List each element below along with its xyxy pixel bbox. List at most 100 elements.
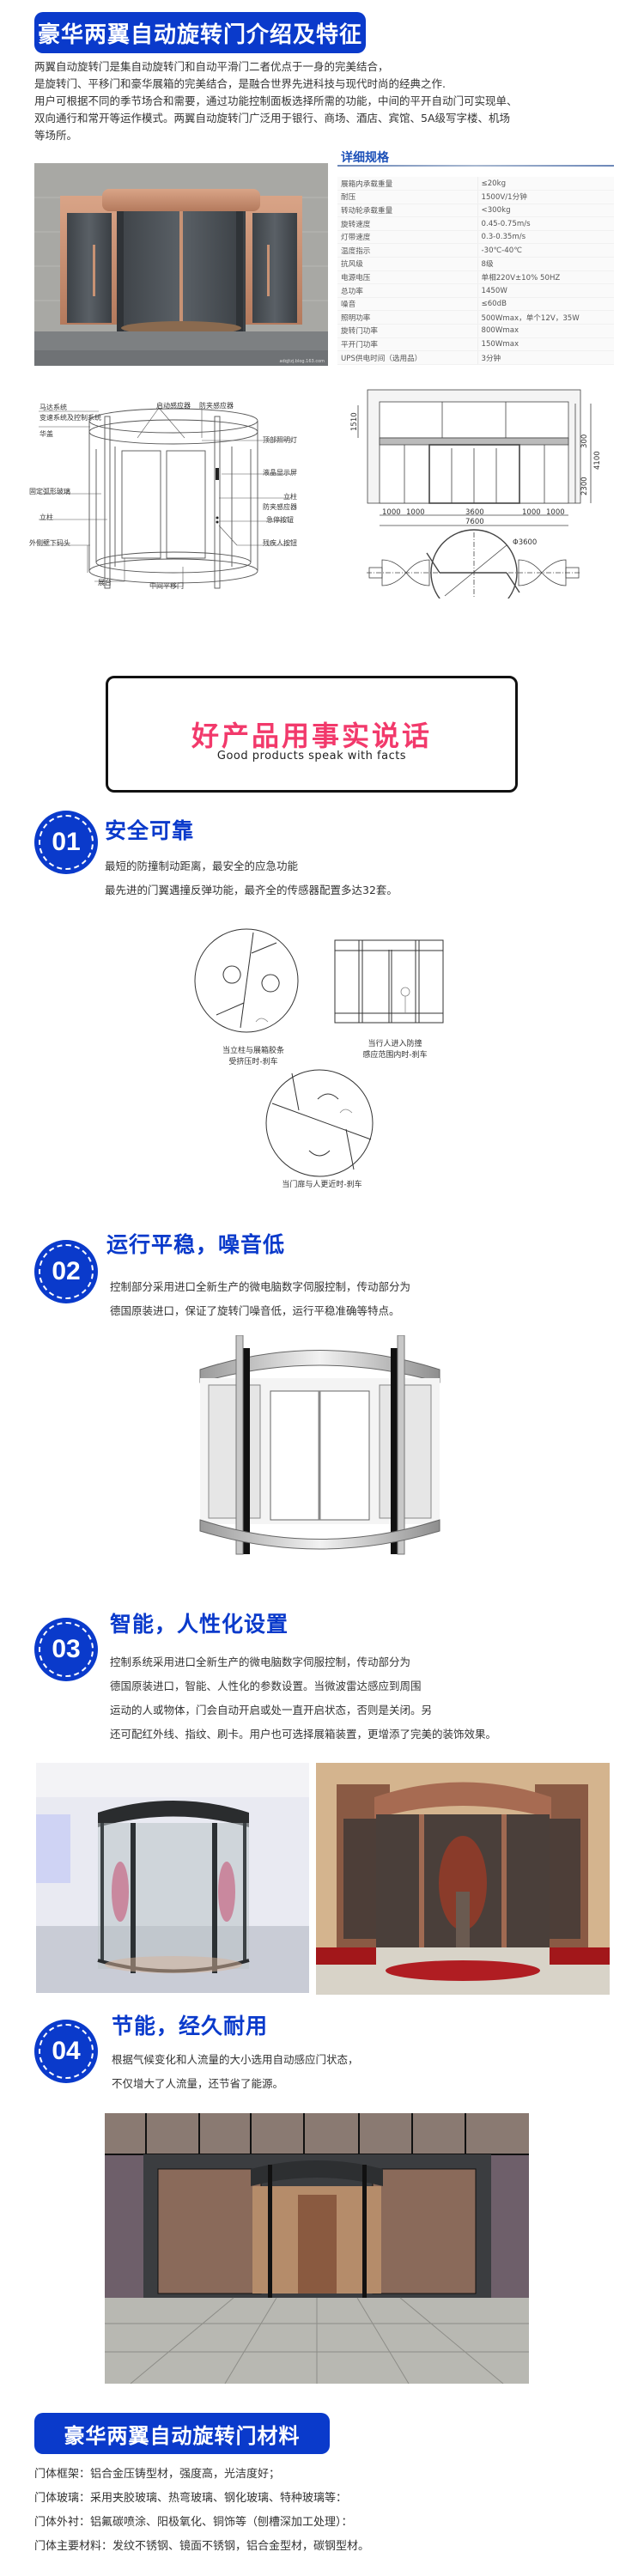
spec-label: 噪音	[337, 297, 478, 312]
feature-number: 04	[52, 2037, 81, 2065]
safety-caption-1: 当立柱与展箱胶条 受挤压时-刹车	[222, 1047, 284, 1066]
material-line: 门体主要材料：发纹不锈钢、镜面不锈钢，铝合金型材，碳钢型材。	[34, 2540, 370, 2553]
dimension-drawing: 1000 1000 3600 1000 1000 7600 Φ3600 1510…	[348, 388, 601, 598]
dim-top-height: 1510	[350, 412, 359, 431]
dim-diameter: Φ3600	[513, 538, 537, 547]
spec-value: 1450W	[477, 283, 614, 298]
intro-line: 等场所。	[34, 129, 78, 142]
label-anti-pinch-top: 防夹感应器	[199, 402, 234, 410]
dim-total-width: 7600	[465, 518, 484, 526]
spec-label: 照明功率	[337, 310, 478, 325]
feature-line: 运动的人或物体，门会自动开启或处一直开启状态，否则是关闭。另	[110, 1704, 433, 1716]
feature-title: 节能，经久耐用	[112, 2014, 269, 2038]
page-title-banner: 豪华两翼自动旋转门介绍及特征	[34, 12, 366, 53]
feature-number: 02	[52, 1257, 81, 1285]
material-line: 门体外衬：铝氟碳喷涂、阳极氧化、铜饰等（刨槽深加工处理）：	[34, 2516, 353, 2529]
intro-line: 双向通行和常开等运作模式。两翼自动旋转门广泛用于银行、商场、酒店、宾馆、5A级写…	[34, 112, 511, 125]
dim-right-upper: 300	[580, 434, 589, 448]
product-photo-rose-gold-door: adqjtzj.blog.163.com	[34, 163, 328, 366]
spec-label: 灯带速度	[337, 230, 478, 245]
photo-dark-glass-revolving-door	[36, 1763, 309, 1993]
material-line: 门体框架：铝合金压铸型材，强度高，光洁度好；	[34, 2468, 281, 2481]
materials-title: 豪华两翼自动旋转门材料	[64, 2423, 301, 2448]
dim-w1: 1000	[382, 508, 401, 517]
spec-value: -30℃-40℃	[477, 243, 614, 258]
spec-value: ≤60dB	[477, 297, 614, 312]
spec-label: UPS供电时间（选用品）	[337, 350, 478, 365]
dim-w4: 1000	[546, 508, 565, 517]
feature-line: 最短的防撞制动距离，最安全的应急功能	[105, 860, 299, 872]
feature-badge-04: 04	[34, 2020, 98, 2083]
label-pillar-right: 立柱	[283, 493, 297, 501]
silver-revolving-door-render	[193, 1335, 447, 1558]
spec-row: 温度指示-30℃-40℃	[337, 243, 614, 258]
structure-diagram: 马达系统 变速系统及控制系统 华盖 启动感应器 防夹感应器 顶部照明灯 液晶显示…	[26, 391, 322, 592]
spec-value: 8级	[477, 257, 614, 271]
spec-label: 温度指示	[337, 243, 478, 258]
feature-line: 根据气候变化和人流量的大小选用自动感应门状态，	[112, 2053, 359, 2066]
feature-line: 控制部分采用进口全新生产的微电脑数字伺服控制，传动部分为	[110, 1280, 411, 1293]
feature-title: 运行平稳，噪音低	[106, 1232, 286, 1257]
label-speed-control: 变速系统及控制系统	[39, 414, 101, 422]
label-anti-pinch-side: 防夹感应器	[263, 503, 297, 511]
dim-total-height: 4100	[593, 451, 601, 470]
label-outer-wall: 外侧壁下码头	[29, 539, 70, 547]
label-fixed-glass: 固定弧形玻璃	[29, 488, 70, 495]
spec-divider	[337, 165, 614, 167]
spec-value: 150Wmax	[477, 337, 614, 352]
label-lcd: 液晶显示屏	[263, 469, 297, 477]
spec-label: 耐压	[337, 190, 478, 204]
spec-label: 总功率	[337, 283, 478, 298]
dim-right-lower: 2300	[580, 477, 589, 495]
spec-value: ≤20kg	[477, 177, 614, 191]
feature-line: 最先进的门翼遇撞反弹功能，最齐全的传感器配置多达32套。	[105, 884, 398, 896]
feature-badge-02: 02	[34, 1240, 98, 1303]
spec-value: 0.45-0.75m/s	[477, 216, 614, 231]
spec-label: 电源电压	[337, 270, 478, 285]
spec-row: 电源电压单相220V±10% 50HZ	[337, 270, 614, 285]
spec-value: 3分钟	[477, 350, 614, 365]
label-start-sensor: 启动感应器	[156, 402, 191, 410]
slogan-box: 好产品用事实说话 Good products speak with facts	[106, 676, 518, 793]
feature-description: 根据气候变化和人流量的大小选用自动感应门状态， 不仅增大了人流量，还节省了能源。	[112, 2048, 359, 2096]
spec-title: 详细规格	[341, 151, 389, 165]
spec-value: 单相220V±10% 50HZ	[477, 270, 614, 285]
feature-line: 德国原装进口，保证了旋转门噪音低，运行平稳准确等特点。	[110, 1304, 400, 1317]
dim-w3: 1000	[522, 508, 541, 517]
label-pillar-left: 立柱	[39, 513, 53, 521]
feature-line: 德国原装进口，智能、人性化的参数设置。当微波雷达感应到周围	[110, 1680, 422, 1692]
label-base: 展台	[98, 579, 112, 586]
intro-line: 是旋转门、平移门和豪华展箱的完美结合，是融合世界先进科技与现代时尚的经典之作.	[34, 77, 446, 90]
slogan-chinese: 好产品用事实说话	[191, 720, 432, 752]
spec-label: 旋转门功率	[337, 324, 478, 338]
safety-caption-2: 当行人进入防撞 感应范围内时-刹车	[362, 1040, 428, 1060]
spec-value: 1500V/1分钟	[477, 190, 614, 204]
label-canopy: 华盖	[39, 430, 53, 438]
label-disabled-button: 残疾人按钮	[263, 539, 297, 547]
dim-w2: 1000	[406, 508, 425, 517]
spec-row: UPS供电时间（选用品）3分钟	[337, 350, 614, 365]
spec-label: 展箱内承载重量	[337, 177, 478, 191]
spec-label: 平开门功率	[337, 337, 478, 352]
label-emergency-stop: 急停按钮	[266, 516, 294, 524]
spec-label: 旋转速度	[337, 216, 478, 231]
spec-row: 展箱内承载重量≤20kg	[337, 177, 614, 191]
spec-label: 转动轮承载重量	[337, 204, 478, 218]
feature-title: 智能，人性化设置	[110, 1612, 289, 1637]
feature-title: 安全可靠	[105, 818, 195, 843]
slogan-english: Good products speak with facts	[216, 750, 407, 762]
photo-bronze-revolving-door	[316, 1763, 610, 1995]
label-top-light: 顶部照明灯	[263, 436, 297, 444]
spec-value: 0.3-0.35m/s	[477, 230, 614, 245]
safety-diagrams: 当立柱与展箱胶条 受挤压时-刹车 当行人进入防撞 感应范围内时-刹车 当门扉与人…	[172, 927, 481, 1194]
feature-badge-01: 01	[34, 811, 98, 874]
intro-line: 两翼自动旋转门是集自动旋转门和自动平滑门二者优点于一身的完美结合，	[34, 60, 389, 73]
